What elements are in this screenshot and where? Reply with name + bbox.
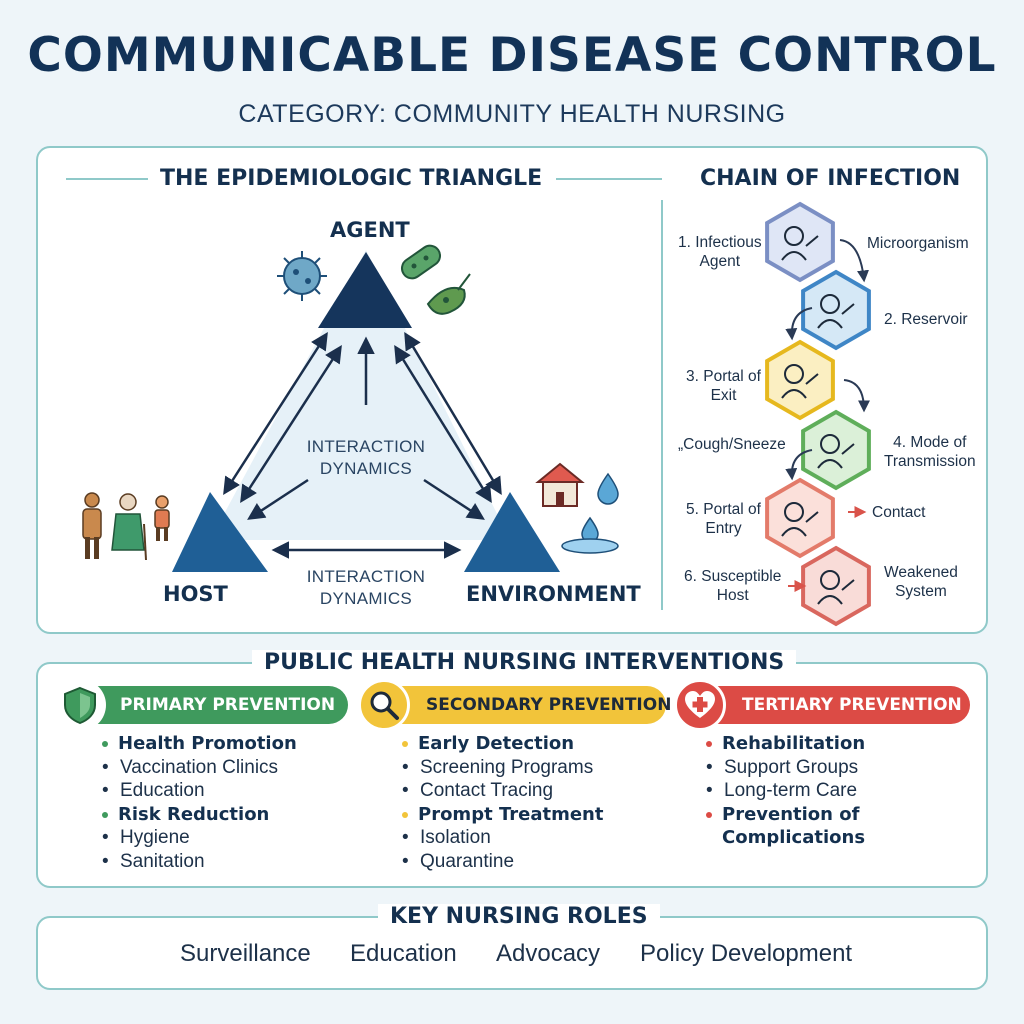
secondary-item: Screening Programs <box>400 756 603 780</box>
chain-step-6-note-line1: Weakened <box>884 564 958 581</box>
chain-step-1-line1: 1. Infectious <box>678 234 762 251</box>
primary-item: Vaccination Clinics <box>100 756 297 780</box>
water-drop-icon <box>561 472 619 554</box>
center-left-arrow <box>247 478 309 520</box>
tertiary-heading-2: Prevention of <box>704 803 865 827</box>
roles-row: Surveillance Education Advocacy Policy D… <box>36 936 988 976</box>
chain-step-3-line1: 3. Portal of <box>686 368 761 385</box>
primary-heading-2: Risk Reduction <box>100 803 297 827</box>
tertiary-item: Support Groups <box>704 756 865 780</box>
entry-icon <box>781 502 819 537</box>
chain-step-6-line1: 6. Susceptible <box>684 568 782 585</box>
heading-rule-right <box>556 178 662 180</box>
chain-heading: CHAIN OF INFECTION <box>700 166 961 191</box>
secondary-item: Isolation <box>400 826 603 850</box>
host-triangle <box>172 492 268 572</box>
chain-step-4-line2: Transmission <box>884 453 976 470</box>
secondary-heading-1: Early Detection <box>400 732 603 756</box>
primary-heading-1: Health Promotion <box>100 732 297 756</box>
page-subtitle: CATEGORY: COMMUNITY HEALTH NURSING <box>238 100 786 128</box>
center-interaction-label: INTERACTION DYNAMICS <box>296 436 436 480</box>
role-item: Education <box>350 940 457 967</box>
chain-of-infection <box>765 201 871 627</box>
bottom-label-line2: DYNAMICS <box>319 589 413 608</box>
chain-step-5-line1: 5. Portal of <box>686 501 761 518</box>
heart-cross-icon <box>674 679 726 731</box>
inner-right-arrow <box>394 345 492 503</box>
chain-arrow-3 <box>843 379 870 413</box>
environment-label: ENVIRONMENT <box>466 582 641 606</box>
secondary-prevention-pill: SECONDARY PREVENTION <box>368 686 671 724</box>
bottom-interaction-label: INTERACTION DYNAMICS <box>296 566 436 610</box>
chain-step-2-label: 2. Reservoir <box>884 311 968 328</box>
bacteria-icon <box>400 244 471 315</box>
chain-step-3-label: 3. Portal of Exit <box>686 367 761 405</box>
chain-arrow-4 <box>785 449 813 481</box>
tertiary-prevention-pill: TERTIARY PREVENTION <box>684 686 970 724</box>
chain-step-4-line1: 4. Mode of <box>893 434 967 451</box>
secondary-prevention-title: SECONDARY PREVENTION <box>426 695 672 715</box>
secondary-prevention-list: Early Detection Screening Programs Conta… <box>400 732 603 873</box>
triangle-heading: THE EPIDEMIOLOGIC TRIANGLE <box>160 166 543 191</box>
bottom-label-line1: INTERACTION <box>306 567 426 586</box>
tertiary-heading-2-cont: Complications <box>722 827 866 848</box>
primary-item: Hygiene <box>100 826 297 850</box>
primary-prevention-title: PRIMARY PREVENTION <box>120 695 336 715</box>
chain-step-5-line2: Entry <box>705 520 742 537</box>
center-right-arrow <box>423 478 485 520</box>
primary-item: Education <box>100 779 297 803</box>
shield-icon <box>54 679 106 731</box>
chain-step-5-label: 5. Portal of Entry <box>686 500 761 538</box>
chain-step-3-line2: Exit <box>710 387 737 404</box>
house-icon <box>535 462 585 507</box>
agent-triangle <box>318 252 412 328</box>
secondary-item: Quarantine <box>400 850 603 874</box>
chain-arrow-2 <box>785 307 813 341</box>
center-label-line2: DYNAMICS <box>319 459 413 478</box>
chain-step-1-line2: Agent <box>699 253 741 270</box>
environment-triangle <box>464 492 560 572</box>
chain-step-1-label: 1. Infectious Agent <box>678 233 762 271</box>
primary-prevention-pill: PRIMARY PREVENTION <box>62 686 348 724</box>
chain-step-6-label: 6. Susceptible Host <box>684 567 781 605</box>
role-item: Surveillance <box>180 940 311 967</box>
role-item: Policy Development <box>640 940 853 967</box>
secondary-item: Contact Tracing <box>400 779 603 803</box>
chain-step-6-note-line2: System <box>895 583 947 600</box>
tertiary-item: Long-term Care <box>704 779 865 803</box>
transmission-icon <box>817 434 855 469</box>
magnifier-icon <box>358 679 410 731</box>
cough-icon <box>781 364 819 399</box>
virus-icon <box>277 251 327 301</box>
susceptible-host-icon <box>817 570 855 605</box>
chain-step-4-label: 4. Mode of Transmission <box>884 433 976 471</box>
chain-arrow-1 <box>839 239 869 283</box>
chain-step-6-note: Weakened System <box>884 563 958 601</box>
roles-heading: KEY NURSING ROLES <box>378 904 660 929</box>
inner-left-arrow <box>240 345 342 503</box>
chain-step-3-note: „Cough/Sneeze <box>678 436 786 453</box>
primary-prevention-list: Health Promotion Vaccination Clinics Edu… <box>100 732 297 873</box>
agent-label: AGENT <box>330 218 410 242</box>
chain-step-1-note: Microorganism <box>867 235 969 252</box>
tertiary-prevention-title: TERTIARY PREVENTION <box>742 695 962 715</box>
page-title: COMMUNICABLE DISEASE CONTROL <box>27 28 997 83</box>
chain-step-5-note: Contact <box>872 504 926 521</box>
tertiary-prevention-list: Rehabilitation Support Groups Long-term … <box>704 732 865 850</box>
primary-item: Sanitation <box>100 850 297 874</box>
role-item: Advocacy <box>496 940 601 967</box>
tertiary-heading-1: Rehabilitation <box>704 732 865 756</box>
chain-step-6-line2: Host <box>716 587 749 604</box>
secondary-heading-2: Prompt Treatment <box>400 803 603 827</box>
microbe-icon <box>781 226 819 261</box>
heading-rule-left <box>66 178 148 180</box>
center-label-line1: INTERACTION <box>306 437 426 456</box>
interventions-heading: PUBLIC HEALTH NURSING INTERVENTIONS <box>252 650 797 675</box>
reservoir-icon <box>817 294 855 329</box>
host-label: HOST <box>163 582 228 606</box>
epidemiologic-triangle <box>82 244 619 572</box>
people-icon <box>82 492 170 561</box>
panel-divider <box>661 200 663 610</box>
